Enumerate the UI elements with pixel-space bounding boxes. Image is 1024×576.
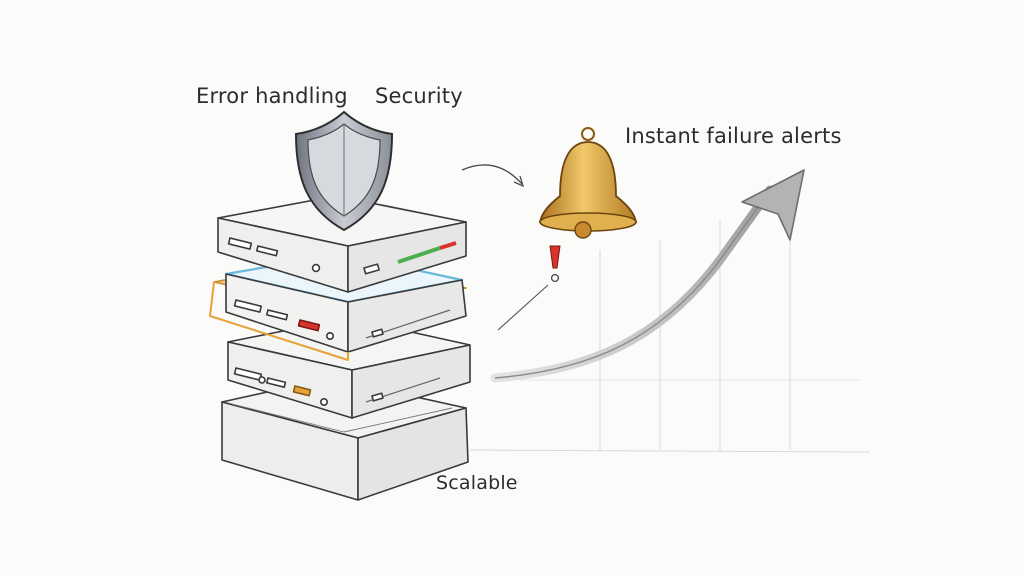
shield-icon: [294, 110, 394, 232]
error-handling-label: Error handling: [196, 84, 348, 108]
instant-failure-alerts-label: Instant failure alerts: [625, 124, 842, 148]
bell-icon: [538, 127, 638, 239]
background-guide-lines: [469, 190, 871, 453]
growth-arrow-icon: [490, 169, 805, 383]
security-label: Security: [375, 84, 463, 108]
connector-arrow: [461, 164, 523, 185]
scalable-label: Scalable: [436, 472, 518, 494]
exclamation-icon: [549, 245, 561, 283]
connector-line: [497, 284, 549, 331]
server-stack-icon: [209, 195, 471, 501]
